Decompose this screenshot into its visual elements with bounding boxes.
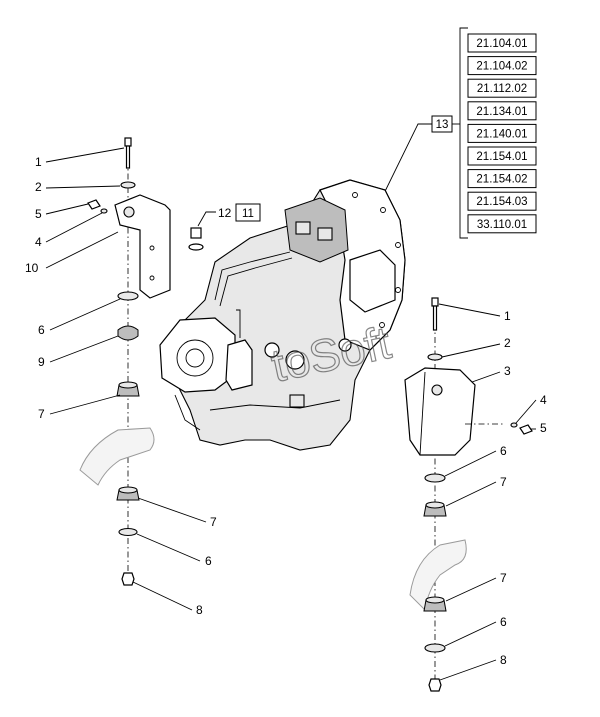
reference-item: 21.104.01 xyxy=(467,33,537,53)
reference-code: 21.140.01 xyxy=(476,128,527,140)
washer xyxy=(117,291,139,301)
actuator xyxy=(349,249,396,313)
reference-item: 21.154.02 xyxy=(467,169,537,189)
reference-list: 21.104.01 21.104.02 21.112.02 21.134.01 21.1… xyxy=(459,27,537,239)
reference-item: 21.140.01 xyxy=(467,123,537,143)
reference-code: 21.134.01 xyxy=(476,106,527,118)
callout-label: 10 xyxy=(25,261,39,275)
callout-label: 6 xyxy=(500,444,507,458)
washer xyxy=(120,181,136,189)
callout-label: 7 xyxy=(500,475,507,489)
callout-label: 8 xyxy=(196,603,203,617)
callout-label: 5 xyxy=(35,207,42,221)
left-callouts: 1 2 5 4 10 6 9 7 7 6 8 xyxy=(25,147,217,617)
callout-label: 7 xyxy=(210,515,217,529)
reference-code: 21.104.01 xyxy=(476,38,527,50)
reference-code: 21.112.02 xyxy=(477,83,527,95)
reference-item: 21.154.03 xyxy=(467,191,537,211)
reference-item: 21.112.02 xyxy=(467,78,537,98)
reference-code: 21.154.01 xyxy=(476,151,527,163)
callout-label: 3 xyxy=(504,364,511,378)
reference-item: 21.104.02 xyxy=(467,56,537,76)
callout-label: 2 xyxy=(504,336,511,350)
left-mount-stack xyxy=(79,137,171,586)
callout-label: 7 xyxy=(500,571,507,585)
pad xyxy=(117,325,139,341)
washer xyxy=(118,527,138,537)
port xyxy=(285,350,305,370)
callout-12-11: 12 11 xyxy=(197,203,261,227)
reference-item: 21.154.01 xyxy=(467,146,537,166)
callout-label: 7 xyxy=(38,407,45,421)
bolt-shank xyxy=(125,145,131,169)
callout-label: 4 xyxy=(540,393,547,407)
pump-cover xyxy=(159,317,236,393)
callout-label: 2 xyxy=(35,180,42,194)
support-bracket xyxy=(114,194,171,299)
callout-label: 5 xyxy=(540,421,547,435)
frame-bracket-ghost xyxy=(79,427,155,486)
plug-fitting xyxy=(190,227,202,239)
callout-13: 13 xyxy=(369,115,460,223)
callout-label: 6 xyxy=(38,323,45,337)
callout-label: 6 xyxy=(205,554,212,568)
callout-label: 4 xyxy=(35,235,42,249)
reference-code: 21.154.02 xyxy=(476,174,527,186)
callout-11-label: 11 xyxy=(242,208,254,220)
reference-code: 21.104.02 xyxy=(476,61,527,73)
reference-code: 33.110.01 xyxy=(477,219,527,231)
nut xyxy=(121,572,135,586)
reference-item: 33.110.01 xyxy=(467,214,537,234)
callout-label: 1 xyxy=(35,155,42,169)
right-callouts: 1 2 3 4 5 6 7 7 6 8 xyxy=(438,303,547,681)
callout-label: 6 xyxy=(500,615,507,629)
callout-label: 8 xyxy=(500,653,507,667)
reference-code: 21.154.03 xyxy=(476,196,527,208)
bolt-head xyxy=(124,137,132,147)
transmission-housing xyxy=(159,179,406,451)
screw xyxy=(87,199,101,210)
callout-12-label: 12 xyxy=(218,206,232,220)
reference-bracket xyxy=(459,27,468,239)
o-ring xyxy=(188,243,204,251)
reference-item: 21.134.01 xyxy=(467,101,537,121)
control-valve xyxy=(284,197,349,263)
callout-label: 1 xyxy=(504,309,511,323)
filter xyxy=(225,339,253,391)
callout-13-label: 13 xyxy=(436,119,449,131)
support-bracket xyxy=(404,367,476,456)
right-mount-stack xyxy=(404,297,533,692)
callout-label: 9 xyxy=(38,355,45,369)
